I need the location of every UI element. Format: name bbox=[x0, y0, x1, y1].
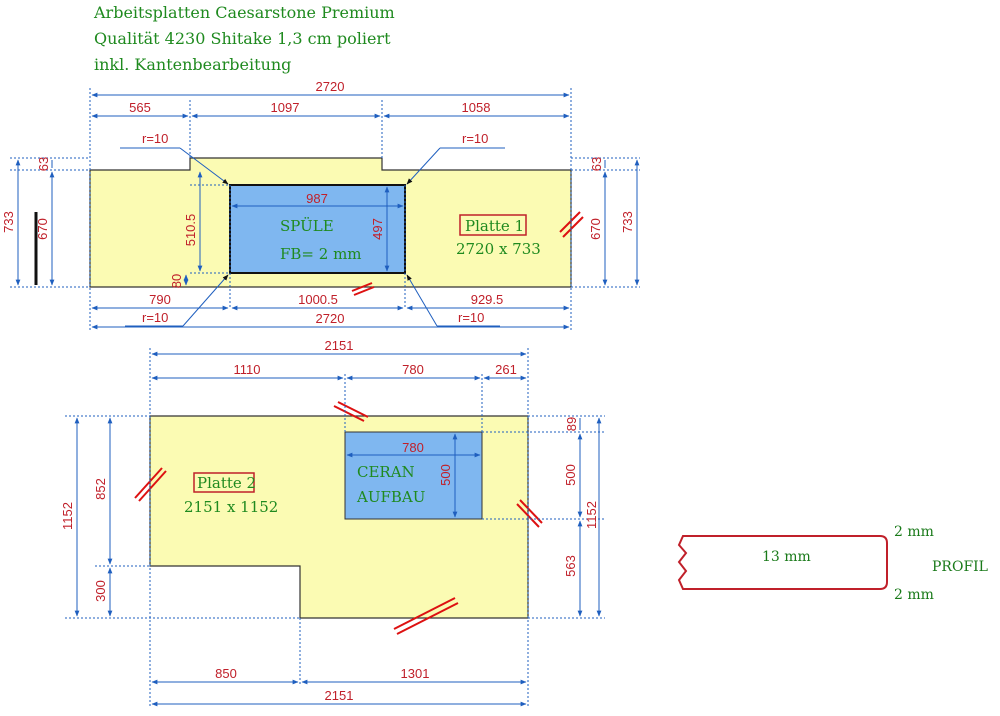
p1-dim-total-top: 2720 bbox=[316, 79, 345, 94]
p2-dim-left-total: 1152 bbox=[60, 502, 75, 530]
radius-leaders: r=10 r=10 r=10 r=10 bbox=[120, 131, 505, 327]
p1-dim-sink-bottom-off: 80 bbox=[169, 274, 184, 288]
plate-1: SPÜLE FB= 2 mm Platte 1 2720 x 733 bbox=[1, 79, 640, 330]
p1-dim-bottom-left: 790 bbox=[149, 292, 171, 307]
p1-dim-seg-mid: 1097 bbox=[271, 100, 300, 115]
p2-dim-hob-h: 500 bbox=[438, 464, 453, 486]
p1-radius-tl: r=10 bbox=[142, 131, 168, 146]
p2-dim-left-lower: 300 bbox=[93, 580, 108, 602]
p1-dim-sink-w: 987 bbox=[306, 191, 328, 206]
p2-dim-right-total: 1152 bbox=[584, 501, 599, 529]
plate-2-extension-lines bbox=[65, 348, 605, 708]
p2-dim-bottom-right: 1301 bbox=[401, 666, 430, 681]
sink-cutout bbox=[229, 184, 406, 274]
plate-2-name: Platte 2 bbox=[197, 474, 256, 492]
header-line-2: Qualität 4230 Shitake 1,3 cm poliert bbox=[94, 29, 391, 48]
p2-dim-seg-right: 261 bbox=[495, 362, 517, 377]
ceran-cutout bbox=[344, 431, 483, 520]
p1-radius-br: r=10 bbox=[458, 310, 484, 325]
sink-fb: FB= 2 mm bbox=[280, 245, 362, 263]
p1-dim-notch-left: 63 bbox=[36, 157, 51, 171]
p1-dim-depth-left: 670 bbox=[35, 218, 50, 240]
plate-2-cut-marks bbox=[134, 401, 543, 635]
p1-radius-bl: r=10 bbox=[142, 310, 168, 325]
p1-radius-tr: r=10 bbox=[462, 131, 488, 146]
p2-dim-seg-mid: 780 bbox=[402, 362, 424, 377]
profile-thickness: 13 mm bbox=[762, 549, 811, 565]
profile-top-edge: 2 mm bbox=[894, 524, 934, 540]
plate-1-size: 2720 x 733 bbox=[456, 240, 541, 258]
p2-dim-right-bottom: 563 bbox=[563, 555, 578, 577]
p2-dim-hob-w: 780 bbox=[402, 440, 424, 455]
profile-bottom-edge: 2 mm bbox=[894, 587, 934, 603]
plate-2-label-box bbox=[193, 472, 255, 493]
p1-dim-bottom-mid: 1000.5 bbox=[298, 292, 338, 307]
p2-dim-left-upper: 852 bbox=[93, 478, 108, 500]
p2-dim-right-top: 89 bbox=[564, 417, 579, 431]
p1-dim-seg-right: 1058 bbox=[462, 100, 491, 115]
p1-dim-height-right: 733 bbox=[620, 211, 635, 233]
p1-dim-height-left: 733 bbox=[1, 211, 16, 233]
p2-dim-seg-left: 1110 bbox=[234, 362, 261, 377]
profile-shape bbox=[677, 535, 888, 590]
p2-dim-bottom-left: 850 bbox=[215, 666, 237, 681]
p1-dim-sink-top-off: 510.5 bbox=[183, 214, 198, 247]
sink-title: SPÜLE bbox=[280, 217, 334, 235]
profile-label: PROFIL bbox=[932, 559, 988, 575]
edge-profile: 13 mm 2 mm 2 mm PROFIL bbox=[677, 524, 988, 603]
p1-dim-seg-left: 565 bbox=[129, 100, 151, 115]
header-line-3: inkl. Kantenbearbeitung bbox=[94, 55, 291, 74]
p2-dim-total-bottom: 2151 bbox=[325, 688, 354, 703]
p2-dim-right-mid: 500 bbox=[563, 464, 578, 486]
hob-line-1: CERAN bbox=[357, 463, 415, 481]
plate-1-name: Platte 1 bbox=[465, 217, 524, 235]
plate-2: CERAN AUFBAU Platte 2 2151 x 1152 bbox=[60, 338, 605, 708]
header: Arbeitsplatten Caesarstone Premium Quali… bbox=[93, 3, 395, 74]
plate-2-size: 2151 x 1152 bbox=[184, 498, 278, 516]
p1-dim-bottom-right: 929.5 bbox=[471, 292, 504, 307]
header-line-1: Arbeitsplatten Caesarstone Premium bbox=[93, 3, 395, 22]
p1-dim-total-bottom: 2720 bbox=[316, 311, 345, 326]
p1-dim-sink-h: 497 bbox=[370, 218, 385, 240]
plate-1-label-box bbox=[459, 214, 527, 236]
plate-1-extension-lines bbox=[10, 88, 640, 330]
p2-dim-total-top: 2151 bbox=[325, 338, 354, 353]
p1-dim-notch-right: 63 bbox=[589, 157, 604, 171]
p1-dim-depth-right: 670 bbox=[588, 218, 603, 240]
hob-line-2: AUFBAU bbox=[356, 488, 425, 506]
plate-1-cut-marks bbox=[351, 211, 584, 296]
